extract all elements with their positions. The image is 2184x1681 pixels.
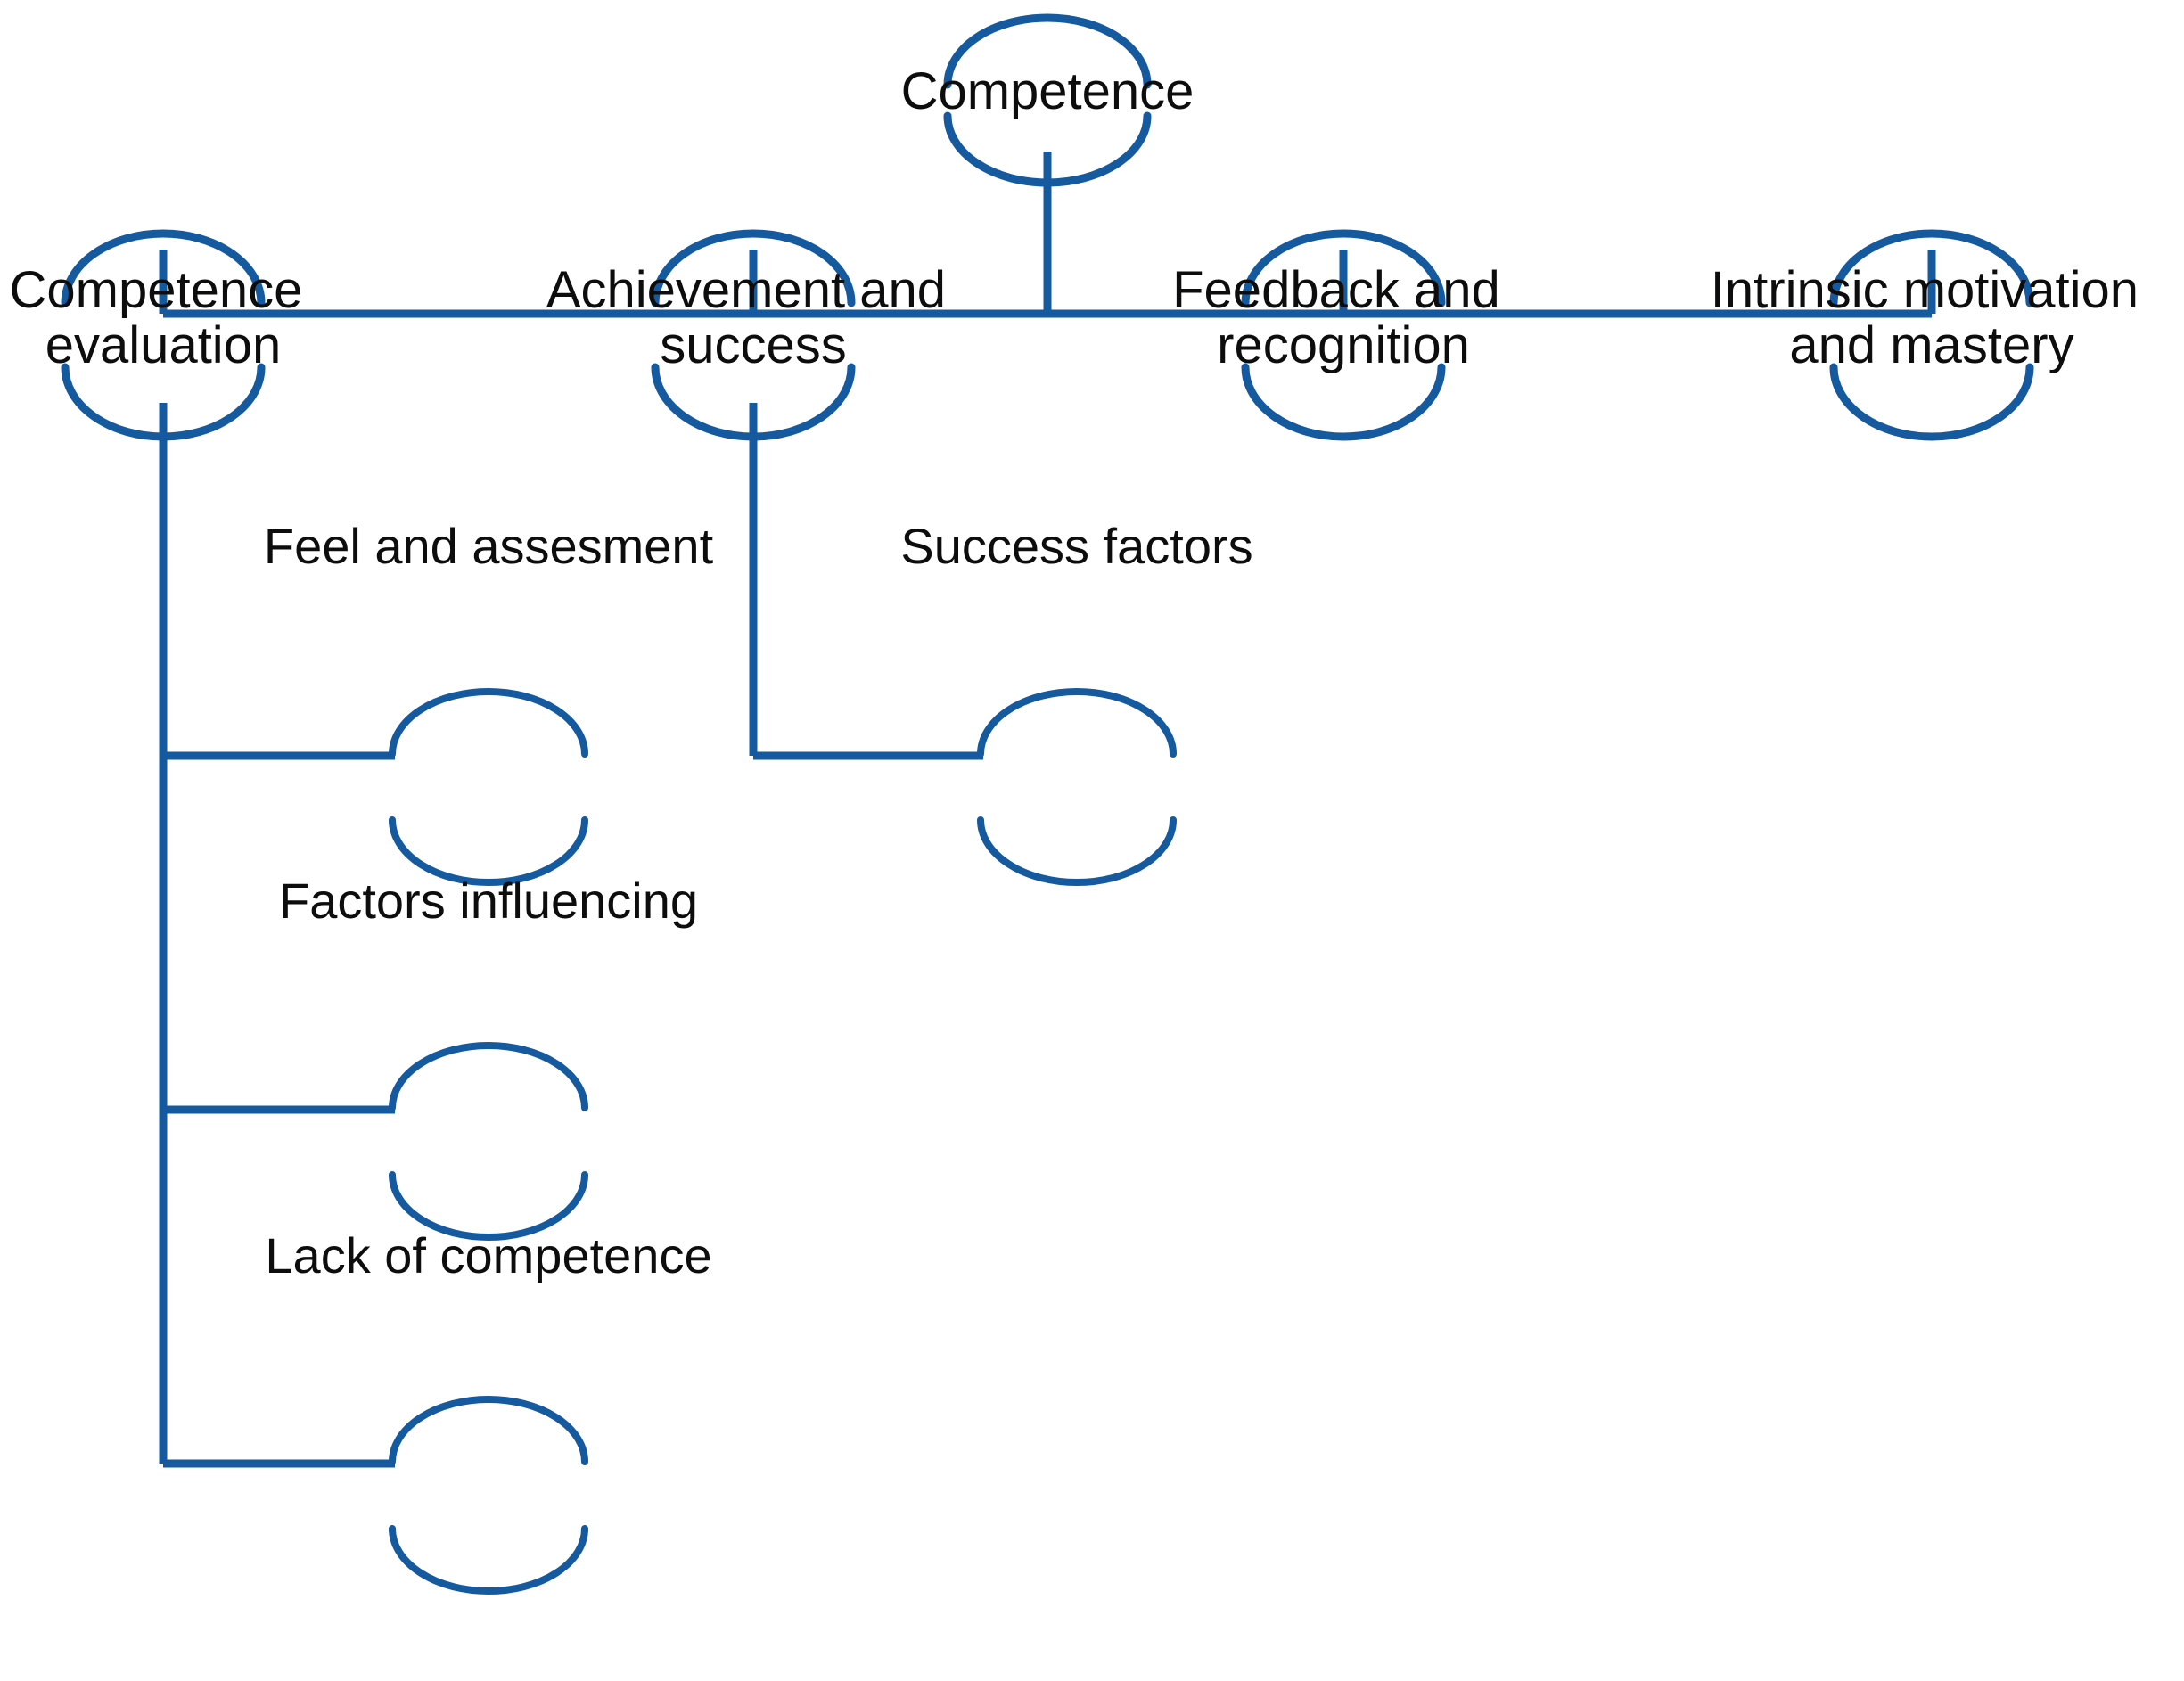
arc-top-icon xyxy=(651,229,856,308)
node-factors-influencing[interactable]: Factors influencing xyxy=(279,873,698,1241)
node-label-achievement-and-success: Achievement and success xyxy=(546,261,960,374)
arc-top-icon xyxy=(1829,229,2034,308)
label-line-2: recognition xyxy=(1217,316,1470,374)
node-achievement-and-success[interactable]: Achievement and success xyxy=(546,229,960,441)
arc-bottom-icon xyxy=(389,1525,588,1595)
label-line-1: Achievement and xyxy=(546,261,946,319)
arc-bottom-icon xyxy=(1241,363,1446,441)
arc-top-icon xyxy=(943,13,1152,89)
node-label-competence: Competence xyxy=(901,62,1195,120)
arc-top-icon xyxy=(1241,229,1446,308)
arc-top-icon xyxy=(977,688,1177,758)
node-label-success-factors: Success factors xyxy=(900,518,1252,574)
arc-bottom-icon xyxy=(61,363,266,441)
node-label-factors-influencing: Factors influencing xyxy=(279,873,698,929)
arc-top-icon xyxy=(61,229,266,308)
node-feel-and-assesment[interactable]: Feel and assesment xyxy=(264,518,714,886)
node-competence-evaluation[interactable]: Competence evaluation xyxy=(10,229,317,441)
node-competence[interactable]: Competence xyxy=(901,13,1195,187)
arc-top-icon xyxy=(389,1042,588,1111)
arc-bottom-icon xyxy=(651,363,856,441)
arc-bottom-icon xyxy=(977,816,1177,886)
label-line-2: evaluation xyxy=(45,316,281,374)
node-label-competence-evaluation: Competence evaluation xyxy=(10,261,317,374)
arc-top-icon xyxy=(389,688,588,758)
label-line-1: Feedback and xyxy=(1172,261,1500,319)
node-label-feel-and-assesment: Feel and assesment xyxy=(264,518,714,574)
label-line-2: and mastery xyxy=(1789,316,2073,374)
node-feedback-and-recognition[interactable]: Feedback and recognition xyxy=(1172,229,1515,441)
label-line-1: Intrinsic motivation xyxy=(1711,261,2139,319)
arc-bottom-icon xyxy=(1829,363,2034,441)
arc-bottom-icon xyxy=(943,111,1152,187)
label-line-1: Competence xyxy=(10,261,303,319)
arc-bottom-icon xyxy=(389,816,588,886)
arc-top-icon xyxy=(389,1396,588,1465)
connector-layer xyxy=(159,152,1936,1468)
node-label-lack-of-competence: Lack of competence xyxy=(265,1227,711,1283)
node-label-intrinsic-motivation-and-mastery: Intrinsic motivation and mastery xyxy=(1711,261,2153,374)
node-intrinsic-motivation-and-mastery[interactable]: Intrinsic motivation and mastery xyxy=(1711,229,2153,441)
node-lack-of-competence[interactable]: Lack of competence xyxy=(265,1227,712,1595)
node-success-factors[interactable]: Success factors xyxy=(900,518,1253,886)
node-label-feedback-and-recognition: Feedback and recognition xyxy=(1172,261,1515,374)
arc-bottom-icon xyxy=(389,1171,588,1241)
label-line-2: success xyxy=(660,316,847,374)
